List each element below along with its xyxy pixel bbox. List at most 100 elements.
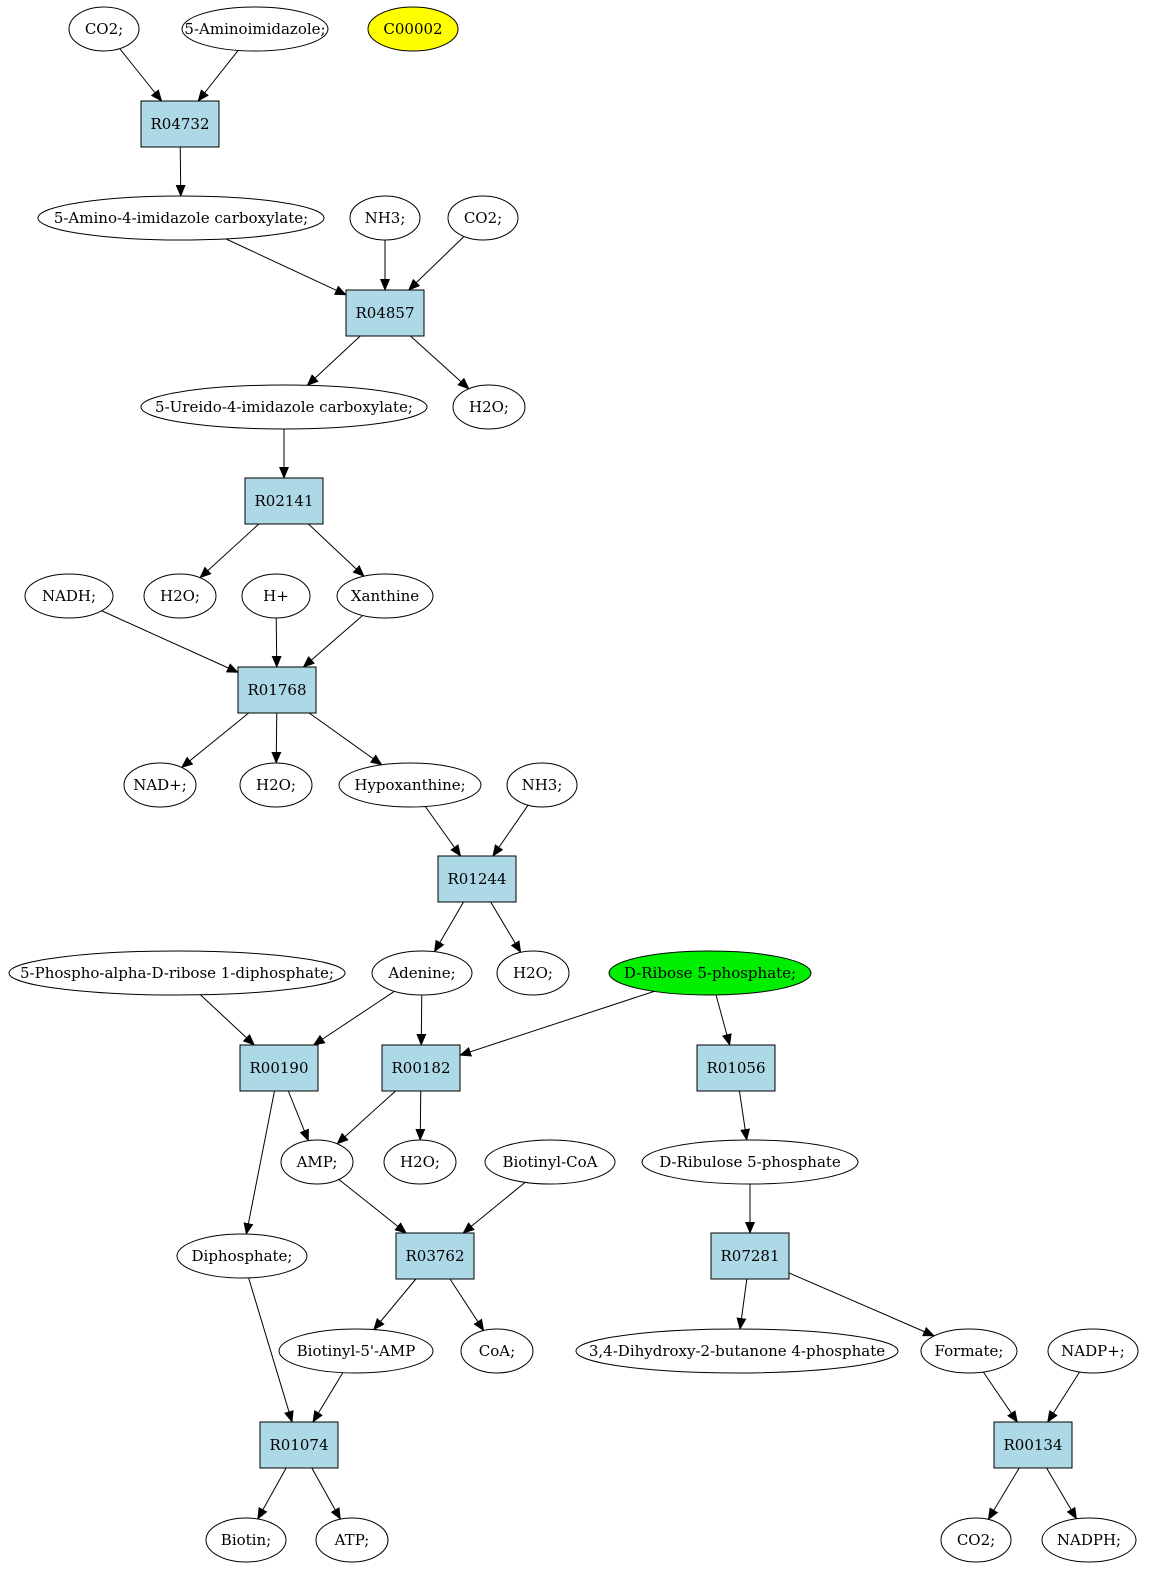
edge-arrow [243,1090,275,1236]
compound-node: H2O; [496,950,570,996]
compound-ellipse [278,1328,434,1374]
compound-ellipse [140,384,428,430]
reaction-box [259,1421,339,1469]
edge-arrow [738,1090,751,1141]
compound-label: C00002 [383,20,442,38]
reaction-node: R01244 [437,855,517,903]
compound-label: Xanthine [351,587,419,605]
compound-node: H2O; [383,1139,457,1185]
edge-arrow [336,1090,396,1145]
reaction-label: R03762 [405,1247,464,1265]
compound-ellipse [24,573,114,619]
edge-arrow [449,1278,485,1332]
compound-label: NH3; [522,776,563,794]
reaction-node: R04732 [140,100,220,148]
compound-label: D-Ribose 5-phosphate; [624,964,796,982]
edge-arrow [1046,1467,1078,1520]
edge-arrow [200,994,256,1046]
compound-node: Biotinyl-CoA [484,1139,616,1185]
compound-label: Formate; [935,1342,1004,1360]
compound-label: Biotinyl-5'-AMP [297,1342,416,1360]
compound-ellipse [371,950,473,996]
edge-arrow [175,146,186,197]
compound-node: D-Ribulose 5-phosphate [641,1139,859,1185]
compound-ellipse [239,762,313,808]
compound-label: NADH; [42,587,96,605]
compound-label: NADP+; [1061,1342,1125,1360]
compound-node: H+ [241,573,311,619]
edge-arrow [119,48,163,102]
compound-node: NADH; [24,573,114,619]
compound-node: H2O; [452,384,526,430]
compound-label: NADPH; [1057,1531,1121,1549]
edge-arrow [490,901,522,954]
compound-node: NADP+; [1047,1328,1139,1374]
edge-arrow [311,1467,341,1521]
compound-ellipse [920,1328,1018,1374]
reaction-node: R00182 [381,1044,461,1092]
compound-ellipse [496,950,570,996]
reaction-label: R01074 [269,1436,328,1454]
compound-ellipse [176,1233,308,1279]
edge-arrow [462,1181,526,1234]
edge-arrow [199,523,260,579]
compound-ellipse [349,195,421,241]
compound-node: CO2; [940,1517,1012,1563]
compound-node: NH3; [349,195,421,241]
edge-arrow [308,712,383,766]
compound-label: 5-Phospho-alpha-D-ribose 1-diphosphate; [20,964,334,982]
reaction-box [244,477,324,525]
compound-node: NADPH; [1041,1517,1137,1563]
compound-label: CO2; [957,1531,995,1549]
edge-arrow [287,1090,309,1142]
compound-label: H2O; [160,587,200,605]
edge-arrow [101,610,239,673]
reaction-label: R00190 [249,1059,308,1077]
compound-ellipse [452,384,526,430]
compound-label: H+ [263,587,289,605]
compound-ellipse [68,6,140,52]
reaction-node: R04857 [345,289,425,337]
edge-arrow [306,335,361,386]
compound-node: H2O; [143,573,217,619]
compound-label: H2O; [469,398,509,416]
compound-label: ATP; [334,1531,370,1549]
compound-ellipse [460,1328,534,1374]
compound-ellipse [123,762,197,808]
compound-node: Hypoxanthine; [338,762,482,808]
compound-node: D-Ribose 5-phosphate; [608,950,812,996]
reaction-label: R04857 [355,304,414,322]
reaction-label: R01056 [706,1059,765,1077]
reaction-box [437,855,517,903]
edge-arrow [459,990,655,1057]
compound-node: CO2; [447,195,519,241]
compound-ellipse [338,762,482,808]
compound-ellipse [484,1139,616,1185]
compound-node: NAD+; [123,762,197,808]
compound-ellipse [181,6,329,52]
compound-node: 5-Aminoimidazole; [181,6,329,52]
edge-arrow [248,1277,294,1423]
compound-label: AMP; [296,1153,338,1171]
reaction-box [395,1232,475,1280]
edge-arrow [197,50,239,102]
compound-label: D-Ribulose 5-phosphate [659,1153,841,1171]
compound-label: Hypoxanthine; [354,776,465,794]
node-layer: CO2;5-Aminoimidazole;C000025-Amino-4-imi… [8,6,1139,1563]
reaction-box [345,289,425,337]
compound-ellipse [315,1517,389,1563]
compound-node: NH3; [506,762,578,808]
compound-label: 3,4-Dihydroxy-2-butanone 4-phosphate [589,1342,885,1360]
compound-ellipse [940,1517,1012,1563]
compound-ellipse [143,573,217,619]
edge-arrow [338,1179,407,1234]
compound-label: Biotinyl-CoA [502,1153,597,1171]
edge-arrow [271,712,282,765]
reaction-box [696,1044,776,1092]
compound-node: C00002 [367,6,459,52]
edge-arrow [982,1371,1018,1423]
compound-label: H2O; [513,964,553,982]
compound-label: CO2; [464,209,502,227]
reaction-node: R03762 [395,1232,475,1280]
